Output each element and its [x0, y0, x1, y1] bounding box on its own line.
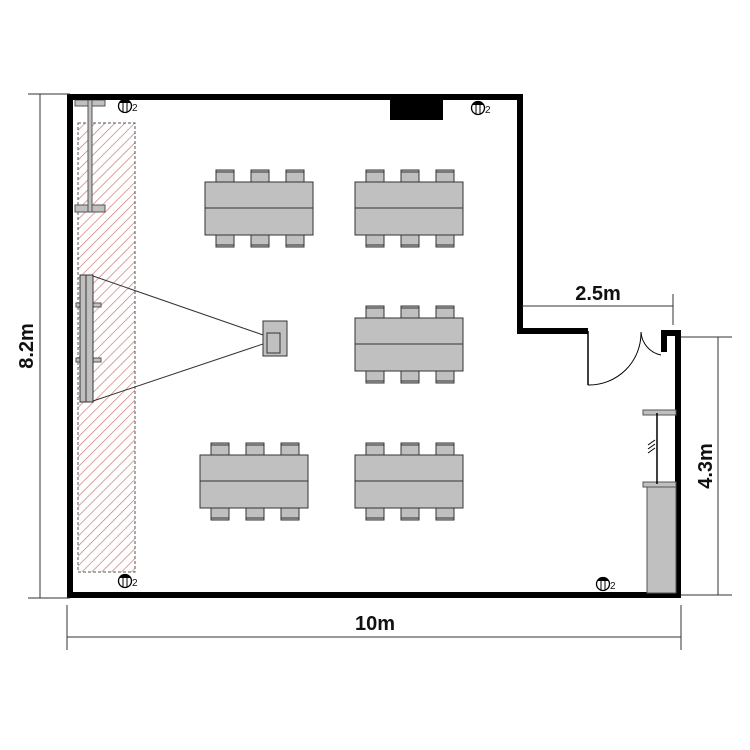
recess-dimension-label: 2.5m [575, 283, 621, 305]
projection-beam [92, 275, 267, 337]
table-group [354, 169, 464, 248]
chair [285, 234, 305, 248]
width-dimension-label: 10m [355, 613, 395, 635]
chair [435, 507, 455, 521]
table-group [354, 305, 464, 384]
wall [661, 330, 681, 598]
projection-screen [75, 274, 102, 403]
chair [210, 507, 230, 521]
chair [365, 169, 385, 183]
chair [250, 169, 270, 183]
chair [280, 507, 300, 521]
chair [245, 442, 265, 456]
projection-beam [92, 342, 267, 402]
outlet-icon: 2 [117, 98, 138, 114]
chair [250, 234, 270, 248]
outlet-label: 2 [132, 103, 138, 114]
wall [70, 94, 588, 334]
chair [400, 305, 420, 319]
right-height-dimension-label: 4.3m [695, 443, 717, 489]
dimension-lines [28, 93, 732, 650]
chair [210, 442, 230, 456]
chair [215, 234, 235, 248]
chair [365, 442, 385, 456]
chair [400, 234, 420, 248]
table-group [199, 442, 309, 521]
chair [400, 442, 420, 456]
chair [365, 234, 385, 248]
chair [400, 507, 420, 521]
chair [365, 370, 385, 384]
outlet-label: 2 [485, 105, 491, 116]
chair [435, 305, 455, 319]
chair [365, 305, 385, 319]
outlet-label: 2 [610, 581, 616, 592]
chair [435, 169, 455, 183]
chair [435, 234, 455, 248]
outlet-icon: 2 [117, 573, 138, 589]
chair [215, 169, 235, 183]
chair [245, 507, 265, 521]
pillar-block [390, 97, 443, 120]
outlet-icon: 2 [470, 100, 491, 116]
projector [262, 320, 288, 357]
door [587, 331, 662, 386]
chair [280, 442, 300, 456]
chair [400, 169, 420, 183]
whiteboard [74, 99, 106, 213]
table-group [204, 169, 314, 248]
chair [285, 169, 305, 183]
outlet-label: 2 [132, 578, 138, 589]
height-dimension-label: 8.2m [16, 323, 38, 369]
chair [435, 442, 455, 456]
outlet-icon: 2 [595, 576, 616, 592]
table-group [354, 442, 464, 521]
chair [435, 370, 455, 384]
chair [365, 507, 385, 521]
cabinet [642, 409, 677, 594]
chair [400, 370, 420, 384]
